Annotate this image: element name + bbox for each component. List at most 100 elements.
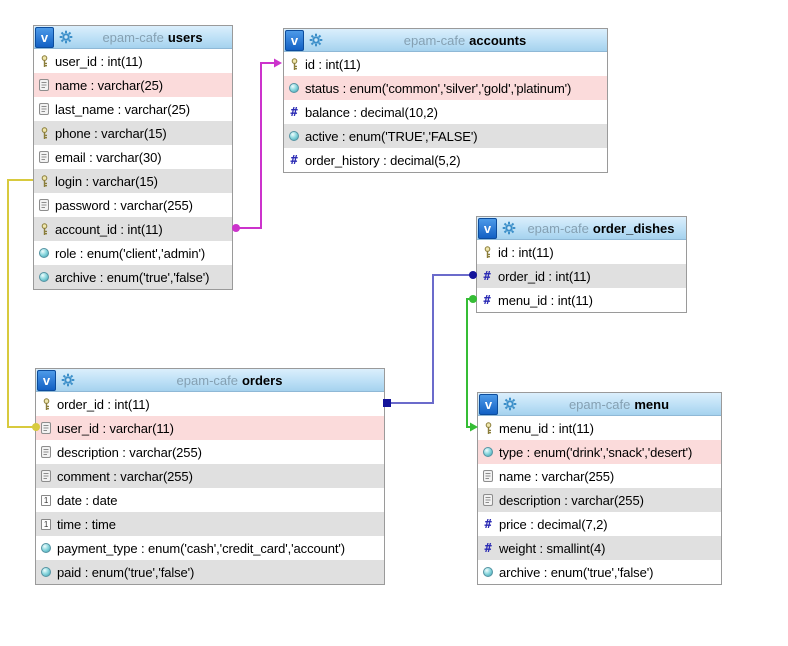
field-row-name[interactable]: name : varchar(255) — [478, 464, 721, 488]
field-row-balance[interactable]: # balance : decimal(10,2) — [284, 100, 607, 124]
gear-icon[interactable] — [59, 30, 73, 44]
key-icon — [37, 126, 51, 140]
field-label: menu_id : int(11) — [498, 292, 593, 308]
field-row-active[interactable]: active : enum('TRUE','FALSE') — [284, 124, 607, 148]
varchar-icon — [37, 79, 51, 91]
field-row-order_id[interactable]: order_id : int(11) — [36, 392, 384, 416]
field-label: type : enum('drink','snack','desert') — [499, 444, 693, 460]
field-label: menu_id : int(11) — [499, 420, 594, 436]
datetime-icon: 1 — [39, 494, 53, 506]
field-label: last_name : varchar(25) — [55, 101, 190, 117]
field-row-date[interactable]: 1 date : date — [36, 488, 384, 512]
field-label: phone : varchar(15) — [55, 125, 167, 141]
gear-icon[interactable] — [502, 221, 516, 235]
gear-icon[interactable] — [309, 33, 323, 47]
table-name: menu — [634, 396, 670, 412]
field-row-description[interactable]: description : varchar(255) — [478, 488, 721, 512]
enum-icon — [287, 83, 301, 93]
field-label: date : date — [57, 492, 118, 508]
field-row-payment_type[interactable]: payment_type : enum('cash','credit_card'… — [36, 536, 384, 560]
varchar-icon — [37, 199, 51, 211]
field-row-order_history[interactable]: #order_history : decimal(5,2) — [284, 148, 607, 172]
field-label: archive : enum('true','false') — [499, 564, 654, 580]
field-row-archive[interactable]: archive : enum('true','false') — [34, 265, 232, 289]
numeric-icon: # — [290, 153, 298, 167]
field-row-status[interactable]: status : enum('common','silver','gold','… — [284, 76, 607, 100]
field-row-id[interactable]: id : int(11) — [284, 52, 607, 76]
enum-icon — [37, 248, 51, 258]
numeric-icon: # — [484, 541, 492, 555]
field-row-user_id[interactable]: user_id : varchar(11) — [36, 416, 384, 440]
view-badge-icon[interactable]: v — [479, 393, 498, 415]
table-name: users — [167, 29, 203, 45]
numeric-icon: # — [483, 293, 491, 307]
numeric-icon: # — [290, 105, 298, 119]
varchar-icon — [39, 422, 53, 434]
relationship-endpoint-arrow-right — [274, 58, 282, 68]
relationship-line-orders_user_id-users_login — [7, 179, 34, 428]
field-label: description : varchar(255) — [499, 492, 644, 508]
relationship-line-orders_order_id-order_dishes_order_id — [386, 274, 474, 404]
field-row-phone[interactable]: phone : varchar(15) — [34, 121, 232, 145]
field-row-menu_id[interactable]: menu_id : int(11) — [478, 416, 721, 440]
field-row-login[interactable]: login : varchar(15) — [34, 169, 232, 193]
table-fields: order_id : int(11)user_id : varchar(11)d… — [36, 392, 384, 584]
field-row-price[interactable]: #price : decimal(7,2) — [478, 512, 721, 536]
field-label: id : int(11) — [305, 56, 361, 72]
key-icon — [37, 54, 51, 68]
field-row-menu_id[interactable]: # menu_id : int(11) — [477, 288, 686, 312]
datetime-icon: 1 — [39, 518, 53, 530]
field-row-name[interactable]: name : varchar(25) — [34, 73, 232, 97]
field-row-role[interactable]: role : enum('client','admin') — [34, 241, 232, 265]
table-fields: id : int(11) status : enum('common','silv… — [284, 52, 607, 172]
field-label: paid : enum('true','false') — [57, 564, 195, 580]
table-fields: menu_id : int(11) type : enum('drink','sn… — [478, 416, 721, 584]
field-label: order_id : int(11) — [498, 268, 591, 284]
field-row-weight[interactable]: # weight : smallint(4) — [478, 536, 721, 560]
field-label: balance : decimal(10,2) — [305, 104, 438, 120]
field-row-archive[interactable]: archive : enum('true','false') — [478, 560, 721, 584]
schema-label: epam-cafe — [527, 220, 589, 236]
key-icon — [480, 245, 494, 259]
field-row-comment[interactable]: comment : varchar(255) — [36, 464, 384, 488]
enum-icon — [37, 272, 51, 282]
field-row-password[interactable]: password : varchar(255) — [34, 193, 232, 217]
varchar-icon — [481, 470, 495, 482]
gear-icon[interactable] — [503, 397, 517, 411]
table-fields: id : int(11)#order_id : int(11) # menu_id … — [477, 240, 686, 312]
varchar-icon — [39, 470, 53, 482]
schema-label: epam-cafe — [568, 396, 631, 412]
varchar-icon — [37, 151, 51, 163]
varchar-icon — [481, 494, 495, 506]
field-label: order_id : int(11) — [57, 396, 150, 412]
view-badge-icon[interactable]: v — [478, 217, 497, 239]
field-row-id[interactable]: id : int(11) — [477, 240, 686, 264]
view-badge-icon[interactable]: v — [285, 29, 304, 51]
view-badge-icon[interactable]: v — [37, 369, 56, 391]
field-row-last_name[interactable]: last_name : varchar(25) — [34, 97, 232, 121]
gear-icon[interactable] — [61, 373, 75, 387]
view-badge-icon[interactable]: v — [35, 26, 54, 48]
field-label: weight : smallint(4) — [499, 540, 606, 556]
field-row-description[interactable]: description : varchar(255) — [36, 440, 384, 464]
field-row-paid[interactable]: paid : enum('true','false') — [36, 560, 384, 584]
field-label: role : enum('client','admin') — [55, 245, 206, 261]
field-row-type[interactable]: type : enum('drink','snack','desert') — [478, 440, 721, 464]
field-row-account_id[interactable]: account_id : int(11) — [34, 217, 232, 241]
field-row-email[interactable]: email : varchar(30) — [34, 145, 232, 169]
field-row-user_id[interactable]: user_id : int(11) — [34, 49, 232, 73]
field-row-order_id[interactable]: #order_id : int(11) — [477, 264, 686, 288]
enum-icon — [39, 567, 53, 577]
table-name: orders — [241, 372, 283, 388]
